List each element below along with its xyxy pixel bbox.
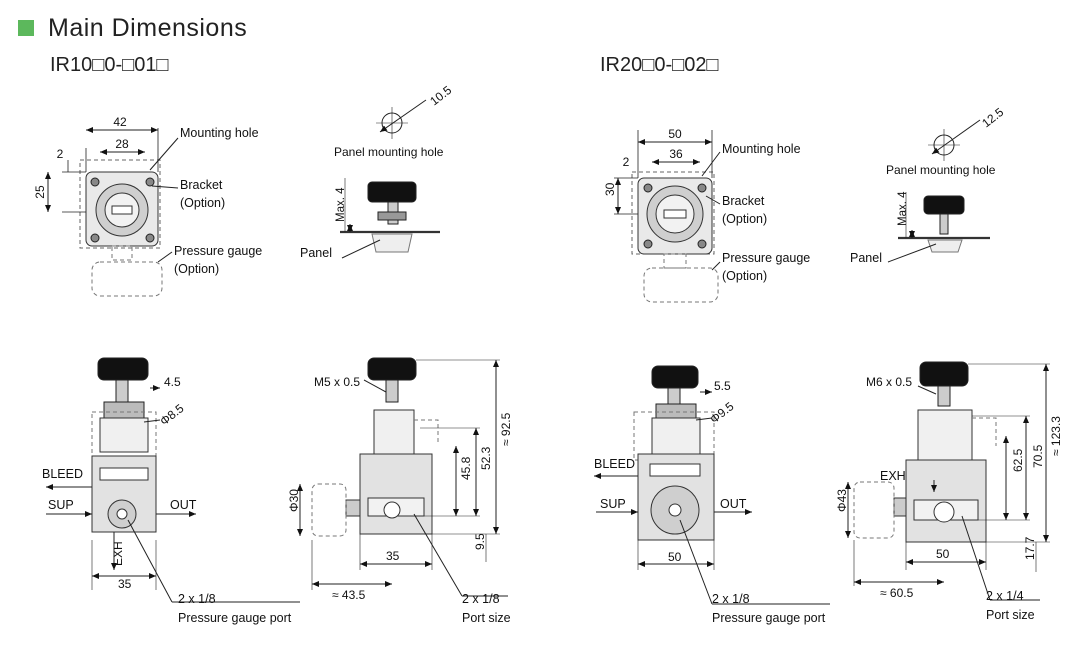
right-label-pressure-gauge: Pressure gauge [722, 251, 810, 265]
left-dim-95: 9.5 [473, 533, 487, 550]
section-header: Main Dimensions [18, 12, 247, 44]
left-panel-hole-dia: 10.5 [427, 83, 454, 109]
left-dim-925: ≈ 92.5 [499, 412, 513, 446]
right-panel-view [887, 119, 990, 263]
left-side-view [297, 357, 508, 597]
right-label-sup: SUP [600, 497, 626, 511]
left-dim-phi30: Φ30 [287, 489, 301, 512]
left-dim-25: 25 [33, 185, 47, 199]
model-right-title: IR20□0-□02□ [600, 54, 719, 76]
left-dim-435: ≈ 43.5 [332, 588, 366, 602]
right-dim-625: 62.5 [1011, 448, 1025, 472]
right-side-view [845, 361, 1050, 601]
right-front-view [594, 365, 830, 605]
right-label-bracket-option: (Option) [722, 212, 767, 226]
right-dim-55: 5.5 [714, 379, 731, 393]
right-label-bleed: BLEED [594, 457, 635, 471]
right-label-exh: EXH [880, 469, 906, 483]
left-dim-458: 45.8 [459, 456, 473, 480]
right-port-gauge: 2 x 1/8 [712, 592, 750, 606]
right-port-size: 2 x 1/4 [986, 589, 1024, 603]
right-dim-50: 50 [668, 127, 682, 141]
right-max4: Max. 4 [897, 191, 909, 226]
left-dim-28: 28 [115, 137, 129, 151]
right-dim-phi43: Φ43 [835, 489, 849, 512]
left-label-gauge-option: (Option) [174, 262, 219, 276]
left-label-bleed: BLEED [42, 467, 83, 481]
left-label-sup: SUP [48, 498, 74, 512]
left-dim-2: 2 [57, 147, 64, 161]
left-front-view [46, 357, 300, 603]
left-max4: Max. 4 [335, 187, 347, 222]
left-port-gauge: 2 x 1/8 [178, 592, 216, 606]
left-dim-35-front: 35 [118, 577, 132, 591]
section-title: Main Dimensions [48, 13, 248, 42]
left-dim-phi85: Φ8.5 [157, 401, 187, 428]
right-dim-36: 36 [669, 147, 683, 161]
right-dim-50-front: 50 [668, 550, 682, 564]
model-left-title: IR10□0-□01□ [50, 54, 169, 76]
left-label-pressure-gauge: Pressure gauge [174, 244, 262, 258]
left-dim-35-side: 35 [386, 549, 400, 563]
left-panel-hole-label: Panel mounting hole [334, 145, 444, 159]
left-label-exh: EXH [111, 541, 125, 566]
right-dim-2: 2 [623, 155, 630, 169]
right-dim-605: ≈ 60.5 [880, 586, 914, 600]
right-top-view [614, 130, 721, 303]
left-port-gauge-label: Pressure gauge port [178, 611, 292, 625]
right-label-bracket: Bracket [722, 194, 765, 208]
left-panel-view [340, 99, 440, 259]
left-label-mounting-hole: Mounting hole [180, 126, 259, 140]
left-port-size-label: Port size [462, 611, 511, 625]
left-label-bracket: Bracket [180, 178, 223, 192]
left-port-size: 2 x 1/8 [462, 592, 500, 606]
left-dim-45: 4.5 [164, 375, 181, 389]
right-dim-50-side: 50 [936, 547, 950, 561]
right-dim-30: 30 [603, 182, 617, 196]
right-label-gauge-option: (Option) [722, 269, 767, 283]
left-dim-523: 52.3 [479, 446, 493, 470]
right-label-out: OUT [720, 497, 747, 511]
right-dim-705: 70.5 [1031, 444, 1045, 468]
right-side-thread: M6 x 0.5 [866, 375, 912, 389]
right-label-mounting-hole: Mounting hole [722, 142, 801, 156]
right-dim-177: 17.7 [1023, 536, 1037, 560]
right-port-size-label: Port size [986, 608, 1035, 622]
right-panel-label: Panel [850, 251, 882, 265]
left-dim-42: 42 [113, 115, 127, 129]
section-marker-icon [18, 20, 34, 36]
left-label-bracket-option: (Option) [180, 196, 225, 210]
right-dim-phi95: Φ9.5 [707, 399, 737, 426]
right-panel-hole-label: Panel mounting hole [886, 163, 996, 177]
left-top-view [45, 127, 179, 297]
left-panel-label: Panel [300, 246, 332, 260]
left-side-thread: M5 x 0.5 [314, 375, 360, 389]
right-dim-1233: ≈ 123.3 [1049, 416, 1063, 456]
right-panel-hole-dia: 12.5 [979, 105, 1006, 131]
left-label-out: OUT [170, 498, 197, 512]
right-port-gauge-label: Pressure gauge port [712, 611, 826, 625]
